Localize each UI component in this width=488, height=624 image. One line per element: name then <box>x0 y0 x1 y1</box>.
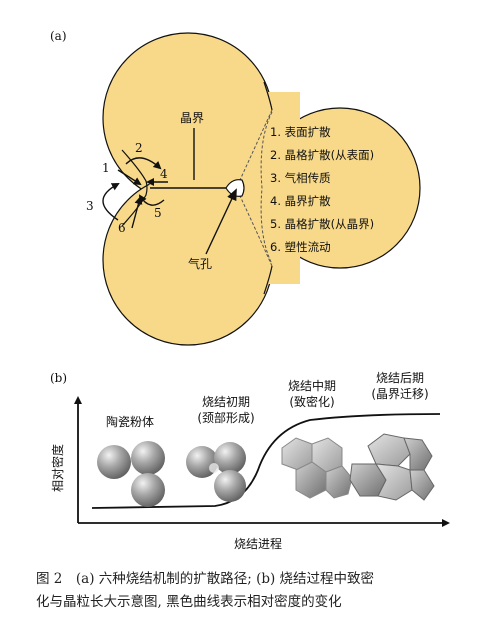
mechanism-2: 2. 晶格扩散(从表面) <box>270 148 374 162</box>
arrow-num-3: 3 <box>86 199 94 213</box>
arrow-6 <box>131 196 143 229</box>
figure-caption: 图 2 (a) 六种烧结机制的扩散路径; (b) 烧结过程中致密 化与晶粒长大示… <box>36 568 466 614</box>
gb-dashed-lower <box>239 195 273 267</box>
arrow-num-4: 4 <box>160 167 168 181</box>
mechanism-6: 6. 塑性流动 <box>270 240 331 254</box>
stage-2-label: 烧结初期 <box>202 395 250 409</box>
arrow-num-6: 6 <box>118 221 126 235</box>
arrow-num-2: 2 <box>135 141 143 155</box>
faceted-grain <box>325 465 353 499</box>
y-axis-label: 相对密度 <box>50 444 65 492</box>
mechanism-5: 5. 晶格扩散(从晶界) <box>270 217 374 231</box>
caption-line-2: 化与晶粒长大示意图, 黑色曲线表示相对密度的变化 <box>36 594 342 610</box>
pore-pointer <box>205 188 237 255</box>
upper-neck-contour <box>263 81 273 111</box>
arrow-1 <box>117 169 142 186</box>
arrow-num-5: 5 <box>154 206 162 220</box>
caption-line-1: 图 2 (a) 六种烧结机制的扩散路径; (b) 烧结过程中致密 <box>36 571 375 587</box>
stage-4-grown <box>349 433 435 501</box>
powder-sphere <box>97 445 131 479</box>
arrow-num-1: 1 <box>102 161 110 175</box>
necked-sphere <box>214 442 246 474</box>
pore-label: 气孔 <box>188 256 212 271</box>
diffusion-arrows <box>102 128 237 255</box>
stage-2-sublabel: (颈部形成) <box>197 410 254 425</box>
stage-3-label: 烧结中期 <box>288 378 336 393</box>
grain-boundary-label: 晶界 <box>180 111 204 125</box>
right-neck-fill <box>260 92 300 284</box>
stage-1-powder <box>97 441 165 507</box>
mechanism-4: 4. 晶界扩散 <box>270 194 331 208</box>
mechanism-1: 1. 表面扩散 <box>270 125 331 139</box>
neck-highlight <box>209 463 219 473</box>
grown-grain <box>367 433 411 467</box>
gb-dashed-upper <box>239 109 273 181</box>
stage-4-label: 烧结后期 <box>376 371 424 385</box>
mechanism-3: 3. 气相传质 <box>270 171 331 185</box>
stage-3-sublabel: (致密化) <box>289 394 334 409</box>
necked-sphere <box>186 446 218 478</box>
arrow-2 <box>125 157 162 170</box>
stage-2-necked <box>186 442 246 502</box>
stage-4-sublabel: (晶界迁移) <box>371 387 428 401</box>
mechanism-list: 1. 表面扩散 2. 晶格扩散(从表面) 3. 气相传质 4. 晶界扩散 5. … <box>270 125 374 254</box>
powder-sphere <box>131 441 165 475</box>
x-axis-label: 烧结进程 <box>234 536 282 551</box>
panel-b-label: (b) <box>50 371 67 385</box>
lower-neck-contour <box>263 265 273 295</box>
powder-sphere <box>131 473 165 507</box>
arrow-3 <box>102 183 120 221</box>
grown-grain <box>409 469 435 501</box>
grown-grain <box>375 463 413 501</box>
necked-sphere <box>214 470 246 502</box>
stage-1-label: 陶瓷粉体 <box>106 414 154 429</box>
gb-dashed-right <box>260 111 273 265</box>
three-grain-model <box>102 32 421 346</box>
panel-a-label: (a) <box>50 29 67 43</box>
axes <box>74 396 450 527</box>
stage-3-faceted <box>281 437 353 499</box>
